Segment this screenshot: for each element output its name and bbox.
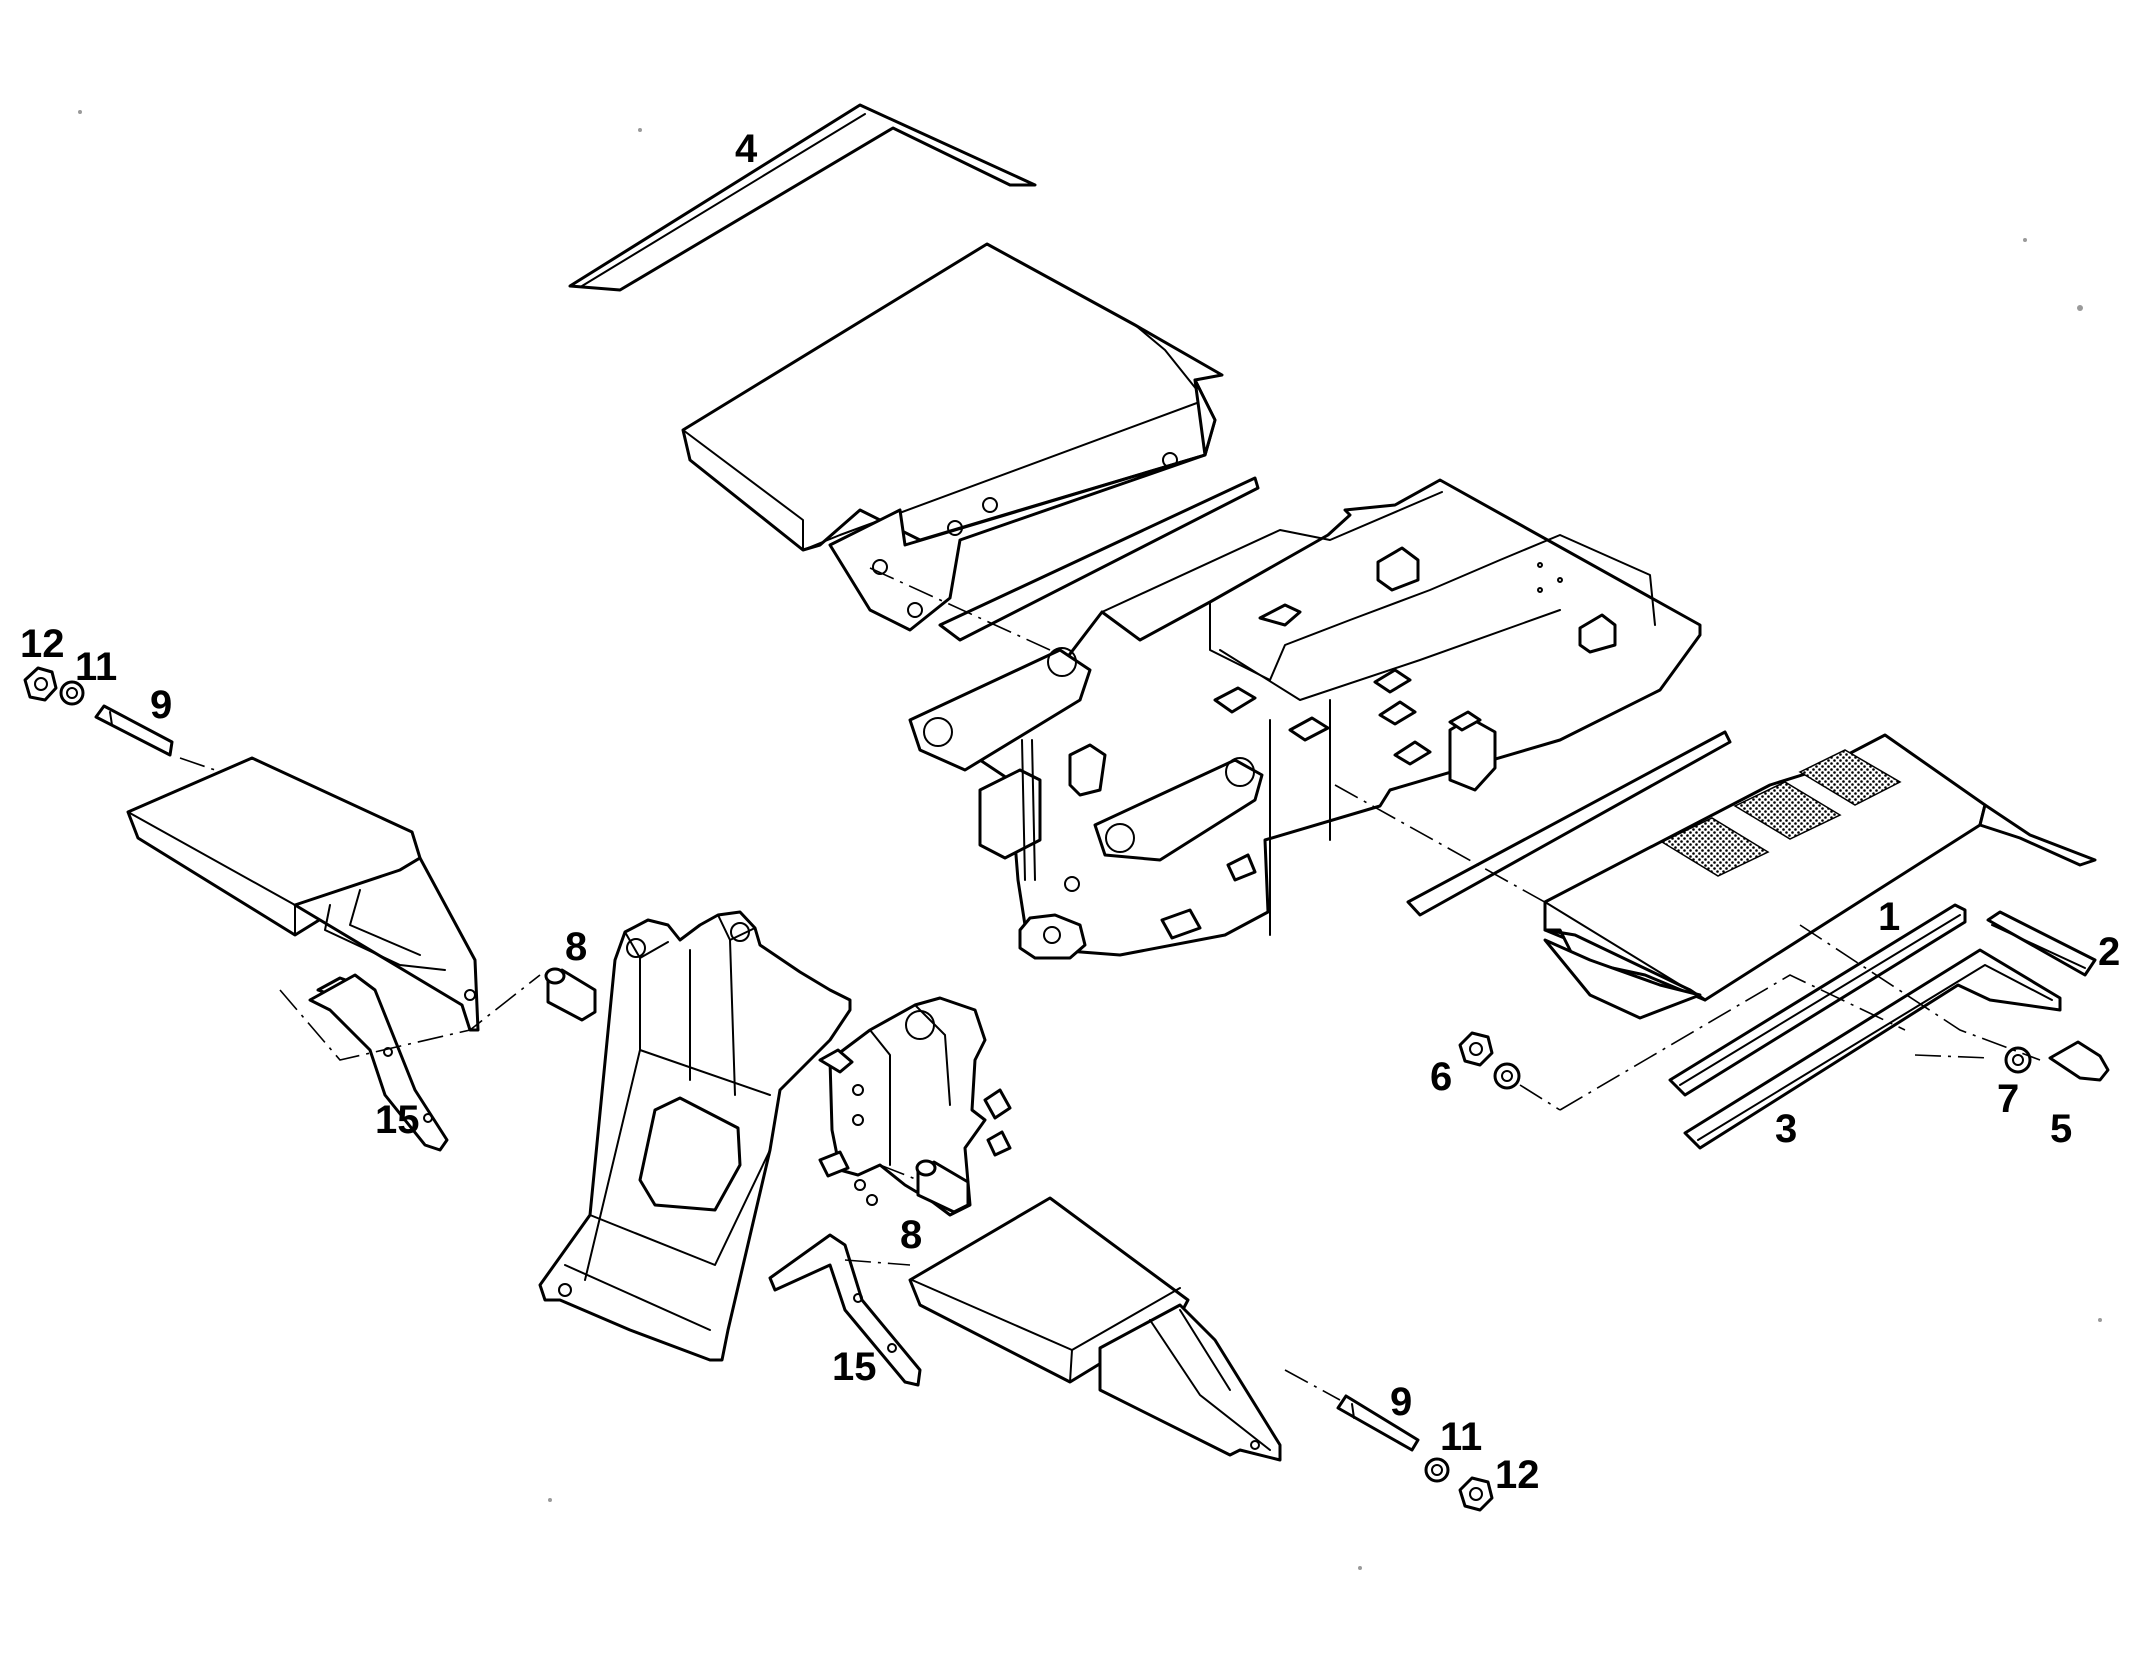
pivot-bracket — [818, 996, 1012, 1217]
scan-specks — [78, 110, 2102, 1570]
callout-11-left: 11 — [75, 645, 117, 689]
part-15-center-bracket — [768, 1233, 922, 1387]
part-8-spacers — [544, 967, 970, 1214]
callout-12-right: 12 — [1495, 1453, 1540, 1497]
callout-1: 1 — [1878, 895, 1900, 939]
callout-15-center: 15 — [832, 1345, 877, 1389]
callouts: 4 12 11 9 8 15 8 15 9 11 12 1 2 3 5 6 7 — [20, 127, 2120, 1497]
callout-5: 5 — [2050, 1107, 2072, 1151]
callout-3: 3 — [1775, 1107, 1797, 1151]
hardware-left — [23, 666, 174, 757]
callout-9-right: 9 — [1390, 1380, 1412, 1424]
callout-9-left: 9 — [150, 683, 172, 727]
callout-7: 7 — [1997, 1077, 2019, 1121]
part-15-left-bracket — [308, 973, 449, 1152]
upper-cover-plate — [681, 242, 1260, 642]
callout-8-left: 8 — [565, 925, 587, 969]
pivot-arms — [908, 647, 1264, 960]
callout-8-center: 8 — [900, 1213, 922, 1257]
callout-2: 2 — [2098, 930, 2120, 974]
hardware-right-side — [1458, 903, 2110, 1150]
hardware-right — [1336, 1394, 1494, 1512]
part-4-angle-strip — [568, 103, 1037, 292]
callout-4: 4 — [735, 127, 758, 171]
right-step-plate — [1406, 730, 2097, 1020]
callout-6: 6 — [1430, 1055, 1452, 1099]
callout-12-left: 12 — [20, 622, 65, 666]
callout-15-left: 15 — [375, 1098, 420, 1142]
bottom-fender-step — [908, 1196, 1282, 1462]
left-fender-step — [126, 756, 480, 1032]
assembly-lines — [179, 567, 2041, 1401]
central-mast — [538, 910, 852, 1362]
callout-11-right: 11 — [1440, 1415, 1482, 1459]
